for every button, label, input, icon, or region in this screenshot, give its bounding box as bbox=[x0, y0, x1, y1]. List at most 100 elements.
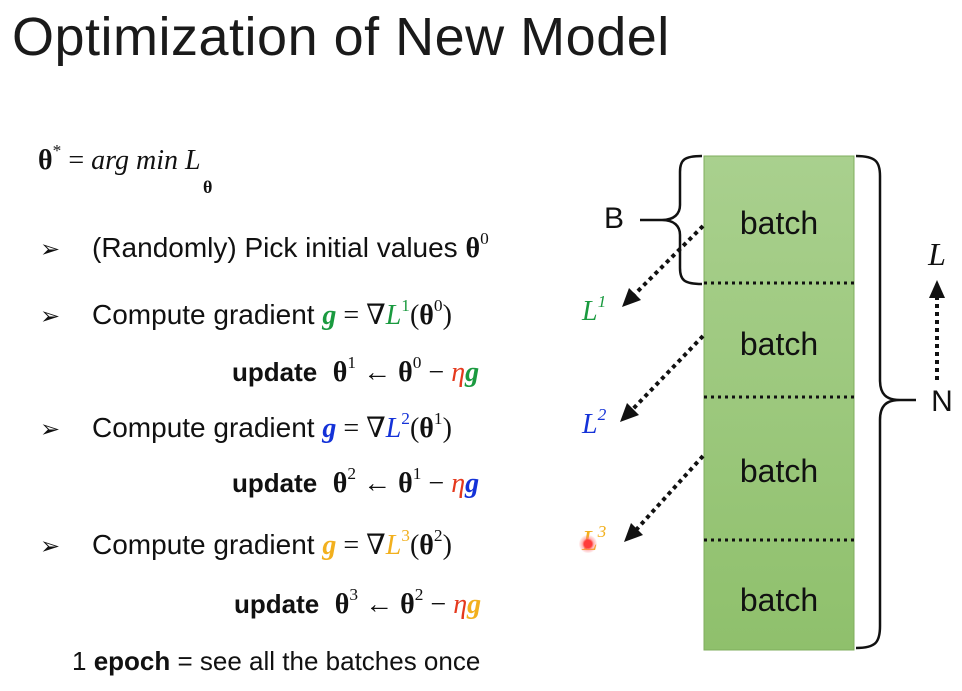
theta-old: θ bbox=[400, 589, 415, 620]
side-loss-2: L2 bbox=[582, 406, 606, 441]
theta-old: θ bbox=[398, 468, 413, 499]
minus: − bbox=[423, 589, 454, 620]
batch-label: batch bbox=[740, 453, 818, 489]
brace-N bbox=[855, 154, 901, 650]
gradient-g: g bbox=[322, 530, 337, 561]
argmin-text: arg min bbox=[91, 145, 178, 176]
theta-old: θ bbox=[398, 357, 413, 388]
L-label: L bbox=[927, 236, 946, 272]
objective-equation: θ* = arg min L bbox=[38, 142, 201, 177]
bullet-text: Compute gradient bbox=[92, 412, 323, 443]
epoch-word: epoch bbox=[93, 646, 171, 676]
eta: η bbox=[453, 589, 468, 620]
theta-old-sup: 1 bbox=[412, 463, 422, 483]
brace-B bbox=[661, 154, 703, 286]
epoch-definition: 1 epoch = see all the batches once bbox=[72, 646, 480, 677]
theta-new-sup: 1 bbox=[347, 352, 357, 372]
theta-symbol: θ bbox=[38, 145, 53, 176]
loss-sup: 1 bbox=[401, 295, 410, 315]
eta: η bbox=[451, 357, 466, 388]
theta-sup: 1 bbox=[433, 408, 443, 428]
loss-L: L bbox=[385, 300, 402, 331]
update-line-2: update θ2 ← θ1 − ηg bbox=[232, 463, 480, 500]
paren-close: ) bbox=[442, 413, 452, 444]
theta-symbol: θ bbox=[465, 233, 481, 264]
loss-symbol: L bbox=[184, 145, 201, 176]
side-loss-1: L1 bbox=[582, 293, 606, 328]
batch-column bbox=[703, 155, 855, 651]
bullet-arrow-icon: ➢ bbox=[40, 303, 61, 330]
loss-L: L bbox=[385, 413, 402, 444]
bullet-arrow-icon: ➢ bbox=[40, 416, 61, 443]
gradient-g: g bbox=[465, 357, 480, 388]
theta-symbol: θ bbox=[419, 530, 434, 561]
page-title: Optimization of New Model bbox=[12, 7, 670, 67]
update-label: update bbox=[232, 357, 318, 387]
bullet-arrow-icon: ➢ bbox=[40, 533, 61, 560]
paren-close: ) bbox=[442, 300, 452, 331]
update-line-1: update θ1 ← θ0 − ηg bbox=[232, 352, 480, 389]
equals: = bbox=[61, 145, 92, 176]
dotted-arrow-1 bbox=[632, 224, 705, 297]
side-sup: 3 bbox=[597, 521, 607, 541]
bullet-text: (Randomly) Pick initial values bbox=[92, 232, 466, 263]
eq-nabla: = ∇ bbox=[336, 413, 386, 444]
bullet-initial: ➢ (Randomly) Pick initial values θ0 bbox=[40, 228, 489, 265]
theta-old-sup: 2 bbox=[414, 584, 424, 604]
update-label: update bbox=[234, 589, 320, 619]
side-L: L bbox=[582, 409, 598, 440]
loss-sup: 3 bbox=[401, 525, 410, 545]
paren-open: ( bbox=[409, 530, 420, 561]
theta-sup: 0 bbox=[480, 228, 489, 248]
theta-new: θ bbox=[332, 357, 348, 388]
theta-new-sup: 3 bbox=[349, 584, 359, 604]
theta-new: θ bbox=[334, 589, 350, 620]
theta-sup: 2 bbox=[433, 525, 443, 545]
update-line-3: update θ3 ← θ2 − ηg bbox=[234, 584, 482, 621]
paren-close: ) bbox=[442, 530, 452, 561]
batch-label: batch bbox=[740, 326, 818, 362]
minus: − bbox=[421, 357, 452, 388]
batch-label: batch bbox=[740, 582, 818, 618]
gradient-g: g bbox=[322, 413, 337, 444]
theta-star: * bbox=[52, 140, 62, 160]
theta-symbol: θ bbox=[419, 300, 434, 331]
paren-open: ( bbox=[409, 300, 420, 331]
gradient-g: g bbox=[467, 589, 482, 620]
bullet-gradient-3: ➢ Compute gradient g = ∇L3(θ2) bbox=[40, 525, 452, 562]
side-sup: 2 bbox=[597, 404, 607, 424]
theta-new-sup: 2 bbox=[347, 463, 357, 483]
bullet-gradient-1: ➢ Compute gradient g = ∇L1(θ0) bbox=[40, 295, 452, 332]
arrow-head-icon bbox=[624, 523, 643, 542]
left-arrow-icon: ← bbox=[358, 589, 401, 620]
arrow-head-icon bbox=[622, 288, 641, 307]
theta-sup: 0 bbox=[433, 295, 443, 315]
bullet-text: Compute gradient bbox=[92, 299, 323, 330]
dotted-arrow-2 bbox=[630, 334, 705, 412]
update-label: update bbox=[232, 468, 318, 498]
eq-nabla: = ∇ bbox=[336, 530, 386, 561]
minus: − bbox=[421, 468, 452, 499]
loss-sup: 2 bbox=[401, 408, 410, 428]
up-arrow-head-icon bbox=[929, 280, 945, 298]
paren-open: ( bbox=[409, 413, 420, 444]
loss-L: L bbox=[385, 530, 402, 561]
laser-pointer-icon bbox=[579, 535, 597, 553]
side-sup: 1 bbox=[597, 291, 607, 311]
theta-new: θ bbox=[332, 468, 348, 499]
bullet-gradient-2: ➢ Compute gradient g = ∇L2(θ1) bbox=[40, 408, 452, 445]
theta-symbol: θ bbox=[419, 413, 434, 444]
epoch-count: 1 bbox=[72, 646, 94, 676]
left-arrow-icon: ← bbox=[356, 357, 399, 388]
argmin-subscript: θ bbox=[203, 177, 213, 197]
gradient-g: g bbox=[465, 468, 480, 499]
theta-old-sup: 0 bbox=[412, 352, 422, 372]
bullet-text: Compute gradient bbox=[92, 529, 323, 560]
bullet-arrow-icon: ➢ bbox=[40, 236, 61, 263]
B-label: B bbox=[604, 202, 624, 235]
eta: η bbox=[451, 468, 466, 499]
gradient-g: g bbox=[322, 300, 337, 331]
arrow-head-icon bbox=[620, 403, 639, 422]
eq-nabla: = ∇ bbox=[336, 300, 386, 331]
